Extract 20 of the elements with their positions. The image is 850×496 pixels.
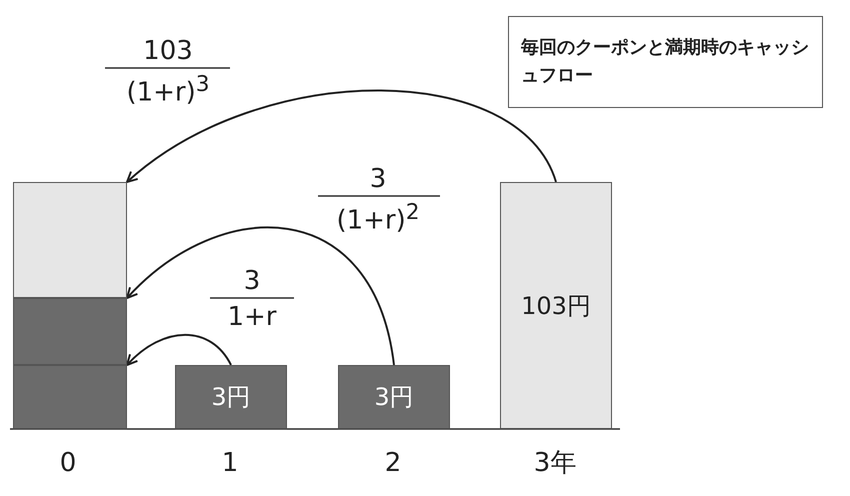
- axis-label: 3年: [534, 450, 576, 476]
- cash-flow-bar: 103円: [500, 182, 612, 429]
- fraction-term: (1+r)$^{2}$: [336, 202, 420, 234]
- curved-arrow: [126, 226, 395, 366]
- axis-label: 1: [222, 450, 238, 476]
- fraction-term: 103: [143, 38, 193, 64]
- axis-label: 0: [60, 450, 76, 476]
- curved-arrow: [126, 90, 557, 183]
- cash-flow-bar: 3円: [175, 365, 287, 429]
- note-box: 毎回のクーポンと満期時のキャッシュフロー: [508, 16, 823, 108]
- fraction-term: (1+r)$^{3}$: [126, 74, 210, 106]
- fraction-term: 1+r: [227, 304, 277, 330]
- bar-segment: [13, 182, 127, 298]
- curved-arrow: [126, 334, 232, 366]
- bar-segment: [13, 298, 127, 365]
- fraction-term: 3: [370, 166, 386, 192]
- cash-flow-bar: 3円: [338, 365, 450, 429]
- fraction-term: 3: [244, 268, 260, 294]
- axis-label: 2: [384, 450, 402, 476]
- bar-segment: [13, 365, 127, 429]
